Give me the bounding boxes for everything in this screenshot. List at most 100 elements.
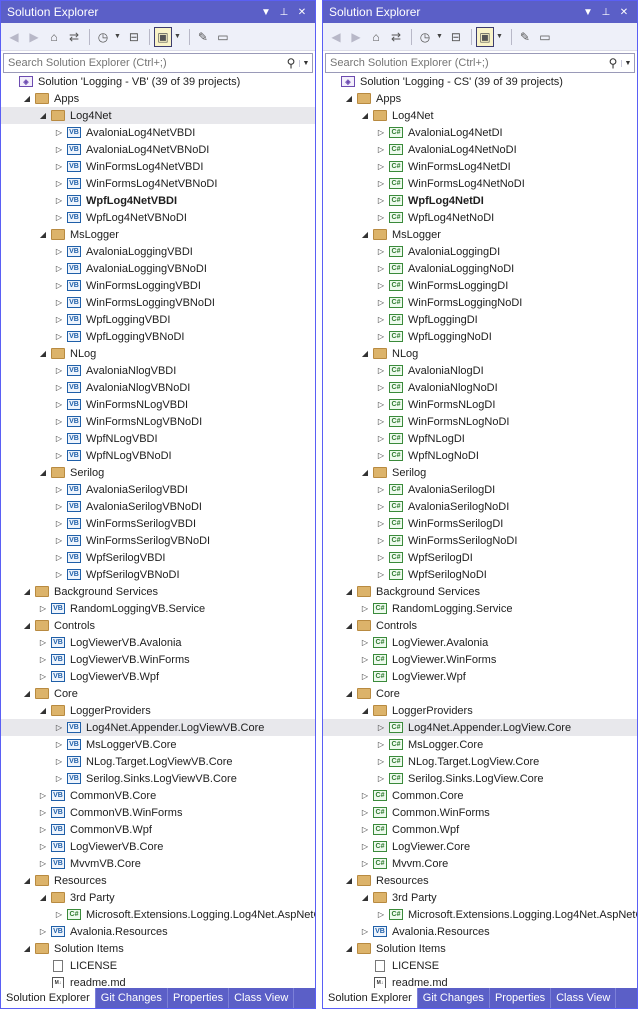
tree-item[interactable]: ▷C#WinFormsLog4NetNoDI bbox=[323, 175, 637, 192]
collapsed-arrow-icon[interactable]: ▷ bbox=[55, 128, 63, 137]
tree-item[interactable]: ▷C#WpfNLogNoDI bbox=[323, 447, 637, 464]
collapsed-arrow-icon[interactable]: ▷ bbox=[55, 502, 63, 511]
collapsed-arrow-icon[interactable]: ▷ bbox=[55, 179, 63, 188]
expanded-arrow-icon[interactable]: ◢ bbox=[23, 94, 31, 103]
home-icon[interactable]: ⌂ bbox=[50, 29, 58, 44]
preview-icon[interactable]: ▭ bbox=[539, 29, 551, 44]
collapsed-arrow-icon[interactable]: ▷ bbox=[39, 791, 47, 800]
collapsed-arrow-icon[interactable]: ▷ bbox=[55, 400, 63, 409]
expanded-arrow-icon[interactable]: ◢ bbox=[39, 706, 47, 715]
tree-item[interactable]: ▷C#AvaloniaSerilogNoDI bbox=[323, 498, 637, 515]
tree-folder-item[interactable]: ◢Resources bbox=[1, 872, 315, 889]
expanded-arrow-icon[interactable]: ◢ bbox=[361, 111, 369, 120]
collapsed-arrow-icon[interactable]: ▷ bbox=[377, 383, 385, 392]
tree-item[interactable]: ▷C#AvaloniaLoggingDI bbox=[323, 243, 637, 260]
tree-item[interactable]: ▷C#NLog.Target.LogView.Core bbox=[323, 753, 637, 770]
expanded-arrow-icon[interactable]: ◢ bbox=[39, 111, 47, 120]
collapsed-arrow-icon[interactable]: ▷ bbox=[361, 638, 369, 647]
collapsed-arrow-icon[interactable]: ▷ bbox=[377, 502, 385, 511]
tree-item[interactable]: ▷C#WpfSerilogDI bbox=[323, 549, 637, 566]
tab-solution-explorer[interactable]: Solution Explorer bbox=[1, 988, 96, 1008]
switch-views-icon[interactable]: ⇄ bbox=[68, 29, 80, 44]
expanded-arrow-icon[interactable]: ◢ bbox=[345, 876, 353, 885]
search-options-dropdown-icon[interactable]: ▼ bbox=[621, 59, 634, 67]
expanded-arrow-icon[interactable]: ◢ bbox=[361, 468, 369, 477]
collapsed-arrow-icon[interactable]: ▷ bbox=[55, 723, 63, 732]
collapsed-arrow-icon[interactable]: ▷ bbox=[55, 485, 63, 494]
home-icon[interactable]: ⌂ bbox=[372, 29, 380, 44]
tree-folder-item[interactable]: ◢Controls bbox=[1, 617, 315, 634]
collapsed-arrow-icon[interactable]: ▷ bbox=[39, 927, 47, 936]
show-all-files-icon[interactable]: ▣ bbox=[153, 26, 172, 47]
expanded-arrow-icon[interactable]: ◢ bbox=[361, 706, 369, 715]
collapsed-arrow-icon[interactable]: ▷ bbox=[55, 366, 63, 375]
tree-item[interactable]: M↓readme.md bbox=[1, 974, 315, 991]
collapsed-arrow-icon[interactable]: ▷ bbox=[377, 281, 385, 290]
properties-wrench-icon[interactable]: ✎ bbox=[197, 29, 208, 44]
collapsed-arrow-icon[interactable]: ▷ bbox=[377, 298, 385, 307]
collapsed-arrow-icon[interactable]: ▷ bbox=[55, 417, 63, 426]
tree-folder-item[interactable]: ◢LoggerProviders bbox=[1, 702, 315, 719]
properties-wrench-icon[interactable]: ✎ bbox=[519, 29, 530, 44]
tree-folder-item[interactable]: ◢NLog bbox=[323, 345, 637, 362]
tab-git-changes[interactable]: Git Changes bbox=[96, 988, 168, 1008]
expanded-arrow-icon[interactable]: ◢ bbox=[23, 876, 31, 885]
preview-icon[interactable]: ▭ bbox=[217, 29, 229, 44]
close-icon[interactable]: ✕ bbox=[297, 6, 307, 18]
collapsed-arrow-icon[interactable]: ▷ bbox=[361, 655, 369, 664]
expanded-arrow-icon[interactable]: ◢ bbox=[39, 893, 47, 902]
tree-folder-item[interactable]: ◢MsLogger bbox=[323, 226, 637, 243]
collapsed-arrow-icon[interactable]: ▷ bbox=[377, 145, 385, 154]
tree-item[interactable]: ▷C#WpfLoggingNoDI bbox=[323, 328, 637, 345]
collapsed-arrow-icon[interactable]: ▷ bbox=[55, 740, 63, 749]
chevron-down-icon[interactable]: ▼ bbox=[495, 33, 503, 40]
collapsed-arrow-icon[interactable]: ▷ bbox=[55, 434, 63, 443]
expanded-arrow-icon[interactable]: ◢ bbox=[345, 587, 353, 596]
collapsed-arrow-icon[interactable]: ▷ bbox=[377, 519, 385, 528]
collapse-all-icon[interactable]: ⊟ bbox=[128, 29, 139, 44]
collapsed-arrow-icon[interactable]: ▷ bbox=[361, 927, 369, 936]
expanded-arrow-icon[interactable]: ◢ bbox=[361, 349, 369, 358]
close-icon[interactable]: ✕ bbox=[619, 6, 629, 18]
collapsed-arrow-icon[interactable]: ▷ bbox=[55, 536, 63, 545]
tree-folder-item[interactable]: ◢Solution Items bbox=[1, 940, 315, 957]
tree-item[interactable]: ▷C#WpfLog4NetDI bbox=[323, 192, 637, 209]
collapsed-arrow-icon[interactable]: ▷ bbox=[55, 145, 63, 154]
collapsed-arrow-icon[interactable]: ▷ bbox=[55, 383, 63, 392]
collapsed-arrow-icon[interactable]: ▷ bbox=[55, 451, 63, 460]
tab-solution-explorer[interactable]: Solution Explorer bbox=[323, 988, 418, 1008]
forward-icon[interactable]: ▶ bbox=[351, 29, 361, 44]
collapsed-arrow-icon[interactable]: ▷ bbox=[39, 825, 47, 834]
collapsed-arrow-icon[interactable]: ▷ bbox=[377, 247, 385, 256]
tree-item[interactable]: ▷C#AvaloniaNlogDI bbox=[323, 362, 637, 379]
collapsed-arrow-icon[interactable]: ▷ bbox=[377, 553, 385, 562]
collapsed-arrow-icon[interactable]: ▷ bbox=[377, 536, 385, 545]
tree-folder-item[interactable]: ◢LoggerProviders bbox=[323, 702, 637, 719]
collapsed-arrow-icon[interactable]: ▷ bbox=[361, 808, 369, 817]
window-position-dropdown-icon[interactable]: ▼ bbox=[583, 6, 593, 18]
tree-item[interactable]: ◈Solution 'Logging - CS' (39 of 39 proje… bbox=[323, 73, 637, 90]
tree-folder-item[interactable]: ◢Resources bbox=[323, 872, 637, 889]
collapsed-arrow-icon[interactable]: ▷ bbox=[377, 264, 385, 273]
collapsed-arrow-icon[interactable]: ▷ bbox=[377, 128, 385, 137]
tree-item[interactable]: ▷C#AvaloniaSerilogDI bbox=[323, 481, 637, 498]
expanded-arrow-icon[interactable]: ◢ bbox=[361, 230, 369, 239]
tree-item[interactable]: ▷C#LogViewer.Core bbox=[323, 838, 637, 855]
collapsed-arrow-icon[interactable]: ▷ bbox=[361, 859, 369, 868]
tree-item[interactable]: ◈Solution 'Logging - VB' (39 of 39 proje… bbox=[1, 73, 315, 90]
